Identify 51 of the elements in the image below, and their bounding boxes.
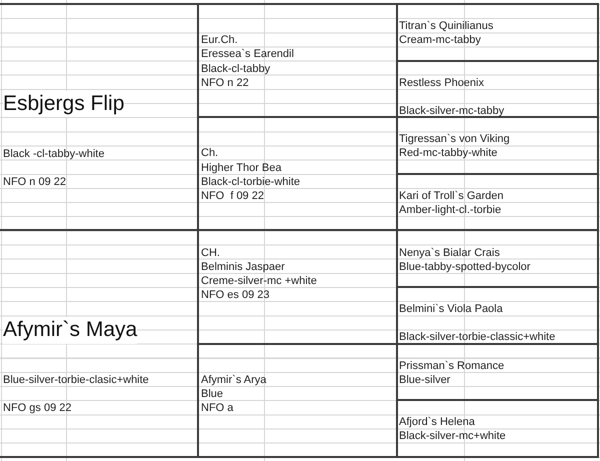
pedigree-cell [398, 344, 599, 402]
coat-color-text: Black-cl-torbie-white [201, 174, 300, 189]
pedigree-cell [398, 62, 599, 118]
coat-color-text: Black-cl-tabby [201, 62, 270, 76]
coat-color-text: Creme-silver-mc +white [201, 274, 317, 288]
registration-code: NFO es 09 23 [201, 288, 270, 302]
title-abbreviation: Eur.Ch. [201, 33, 238, 48]
coat-color-text: Blue [201, 387, 224, 402]
cat-name: Afymir`s Arya [201, 372, 266, 388]
coat-color-text: Black-silver-mc+white [399, 429, 506, 444]
cat-name: Belmini`s Viola Paola [399, 302, 503, 316]
cat-name: Belminis Jaspaer [201, 260, 285, 274]
registration-code: NFO n 09 22 [3, 174, 66, 189]
coat-color-text: Amber-light-cl.-torbie [399, 203, 502, 218]
registration-code: NFO a [201, 401, 234, 416]
cat-name: Kari of Troll`s Garden [399, 188, 504, 204]
registration-code: NFO f 09 22 [201, 188, 264, 204]
cat-name: Higher Thor Bea [201, 160, 282, 175]
cat-name: Afymir`s Maya [3, 317, 138, 344]
cat-name: Restless Phoenix [399, 76, 484, 90]
pedigree-cell [0, 231, 199, 458]
coat-color-text: Red-mc-tabby-white [399, 146, 498, 161]
coat-color-text: Black-silver-torbie-classic+white [399, 330, 556, 345]
pedigree-cell [398, 231, 599, 288]
cat-name: Tigressan`s von Viking [399, 132, 510, 146]
pedigree-cell [199, 344, 398, 458]
title-abbreviation: CH. [201, 246, 220, 260]
pedigree-cell [199, 231, 398, 345]
cat-name: Prissman`s Romance [399, 358, 504, 373]
cat-name: Titran`s Quinilianus [399, 19, 494, 34]
title-abbreviation: Ch. [201, 146, 218, 161]
coat-color-text: Cream-mc-tabby [399, 33, 481, 48]
pedigree-cell [398, 288, 599, 345]
cat-name: Afjord`s Helena [399, 415, 475, 430]
pedigree-cell [398, 174, 599, 232]
pedigree-cell [398, 401, 599, 458]
coat-color-text: Blue-silver [399, 372, 450, 388]
pedigree-cell [398, 118, 599, 175]
cat-name: Esbjergs Flip [3, 90, 124, 118]
registration-code: NFO n 22 [201, 76, 249, 90]
pedigree-cell [398, 3, 599, 62]
cat-name: Eressea`s Earendil [201, 47, 294, 62]
pedigree-cell [0, 3, 199, 232]
pedigree-cell [199, 3, 398, 118]
coat-color-text: Black -cl-tabby-white [3, 146, 104, 161]
registration-code: NFO gs 09 22 [3, 401, 72, 416]
coat-color-text: Black-silver-mc-tabby [399, 104, 504, 118]
coat-color-text: Blue-silver-torbie-clasic+white [3, 372, 149, 388]
cat-name: Nenya`s Bialar Crais [399, 246, 500, 260]
pedigree-cell [199, 118, 398, 232]
coat-color-text: Blue-tabby-spotted-bycolor [399, 260, 530, 274]
